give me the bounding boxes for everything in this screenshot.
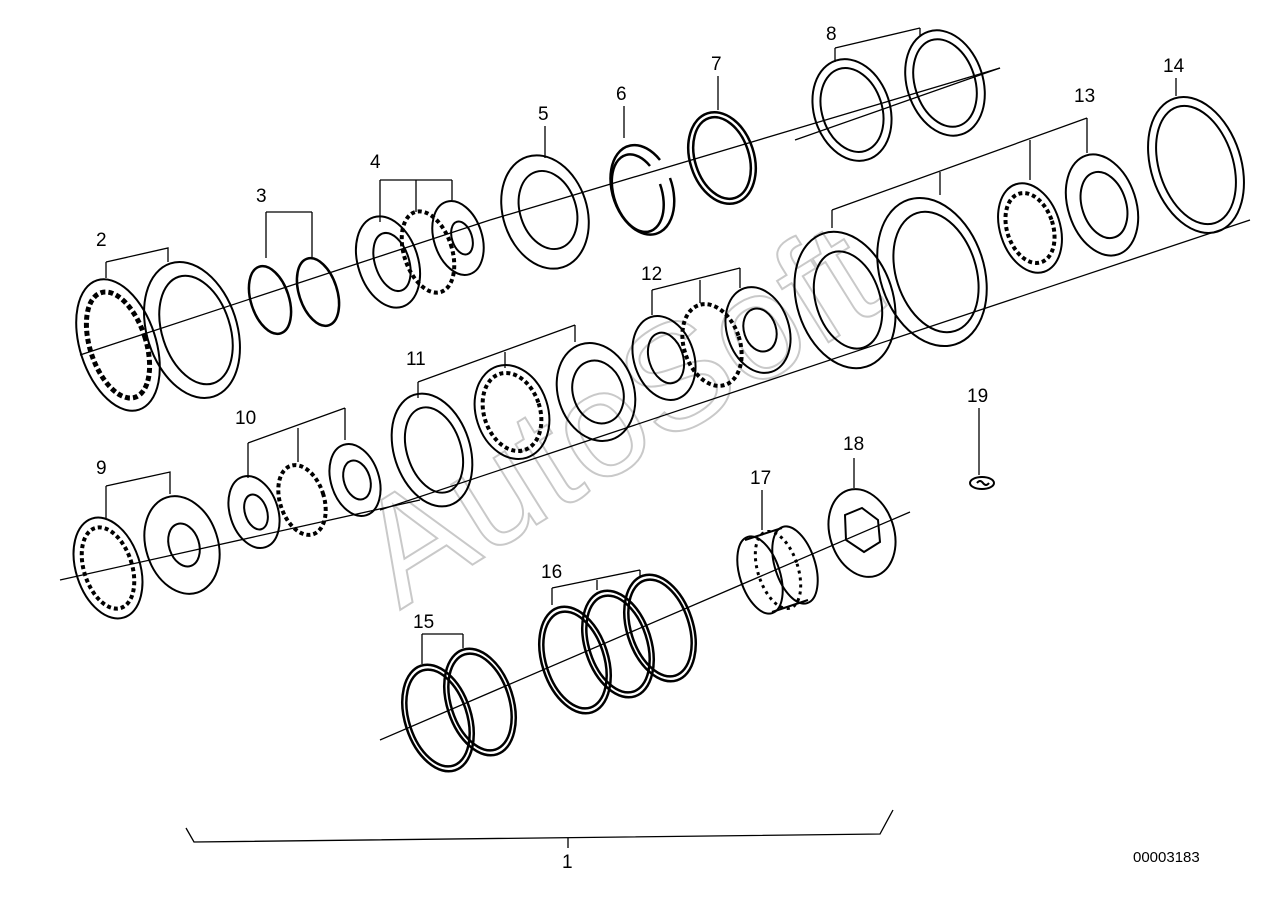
part-2-bearing-and-washer [75, 260, 241, 412]
catalog-number: 00003183 [1133, 849, 1200, 866]
callout-13: 13 [1074, 86, 1095, 107]
part-8-split-rings [811, 29, 986, 162]
callout-16: 16 [541, 562, 562, 583]
callout-11: 11 [406, 349, 426, 370]
part-13-bearing-set [793, 153, 1140, 370]
callout-4: 4 [370, 152, 381, 173]
part-9-bearing-and-washer [72, 495, 221, 620]
part-4-bearing-set [354, 200, 485, 309]
leader-lines [105, 27, 1177, 848]
part-19-small-clip [969, 476, 995, 490]
part-14-split-ring [1147, 95, 1245, 235]
part-10-bearing-set [227, 443, 382, 549]
part-12-bearing-set [631, 286, 792, 401]
callout-5: 5 [538, 104, 549, 125]
watermark: AutoSoft [328, 190, 905, 637]
callout-15: 15 [413, 612, 434, 633]
callout-10: 10 [235, 408, 256, 429]
callout-labels: 1 2 3 4 5 6 7 8 9 10 11 12 13 14 15 16 1… [96, 24, 1200, 873]
callout-7: 7 [711, 54, 722, 75]
part-15-rings [401, 647, 517, 773]
callout-2: 2 [96, 230, 107, 251]
callout-1: 1 [562, 852, 573, 873]
part-16-rings [538, 573, 697, 715]
callout-17: 17 [750, 468, 771, 489]
part-3-rings [247, 256, 341, 336]
part-17-needle-cage [736, 525, 819, 615]
callout-3: 3 [256, 186, 267, 207]
callout-8: 8 [826, 24, 837, 45]
part-5-hex-nut [500, 154, 590, 270]
callout-6: 6 [616, 84, 627, 105]
part-11-bearing-set [390, 342, 637, 508]
callout-14: 14 [1163, 56, 1185, 77]
callout-9: 9 [96, 458, 107, 479]
part-7-ring [687, 110, 757, 206]
callout-12: 12 [641, 264, 662, 285]
callout-18: 18 [843, 434, 864, 455]
callout-19: 19 [967, 386, 988, 407]
part-6-snap-ring [609, 143, 676, 236]
part-18-hex-washer [827, 488, 897, 578]
